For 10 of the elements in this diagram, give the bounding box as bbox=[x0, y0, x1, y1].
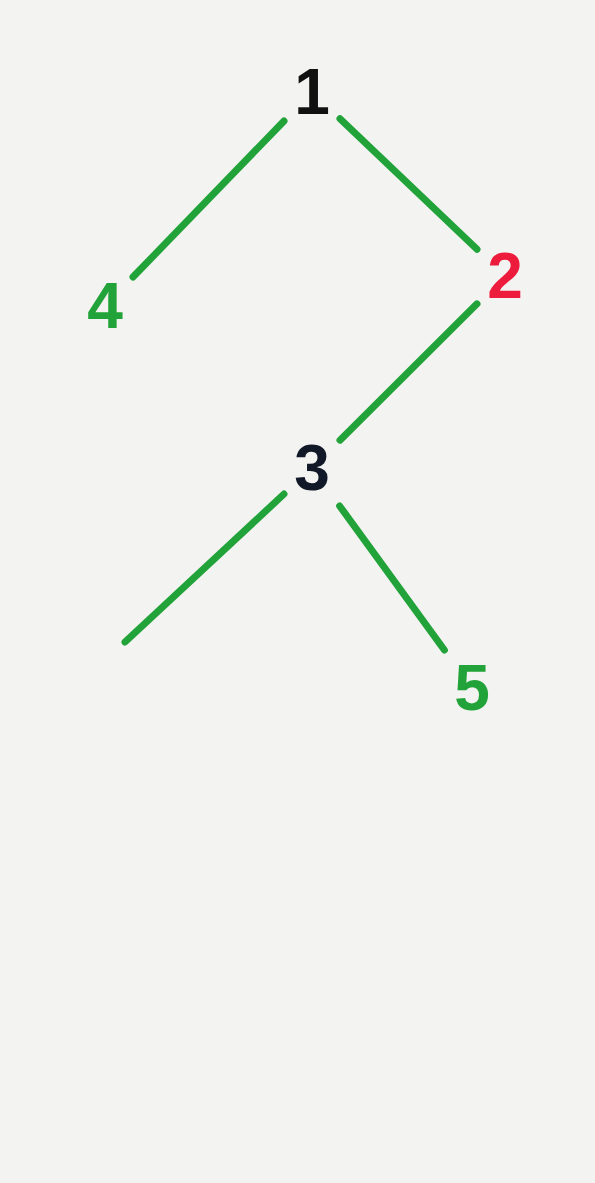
node-number: 3 bbox=[284, 430, 340, 506]
node-number: 1 bbox=[284, 54, 340, 130]
node-number: 5 bbox=[444, 650, 500, 726]
connector-line bbox=[336, 115, 481, 253]
connector-line bbox=[336, 300, 481, 444]
node-number: 4 bbox=[77, 268, 133, 344]
connector-line bbox=[336, 502, 448, 654]
connector-line bbox=[121, 490, 288, 646]
node-number: 2 bbox=[477, 238, 533, 314]
connector-line bbox=[129, 117, 288, 281]
